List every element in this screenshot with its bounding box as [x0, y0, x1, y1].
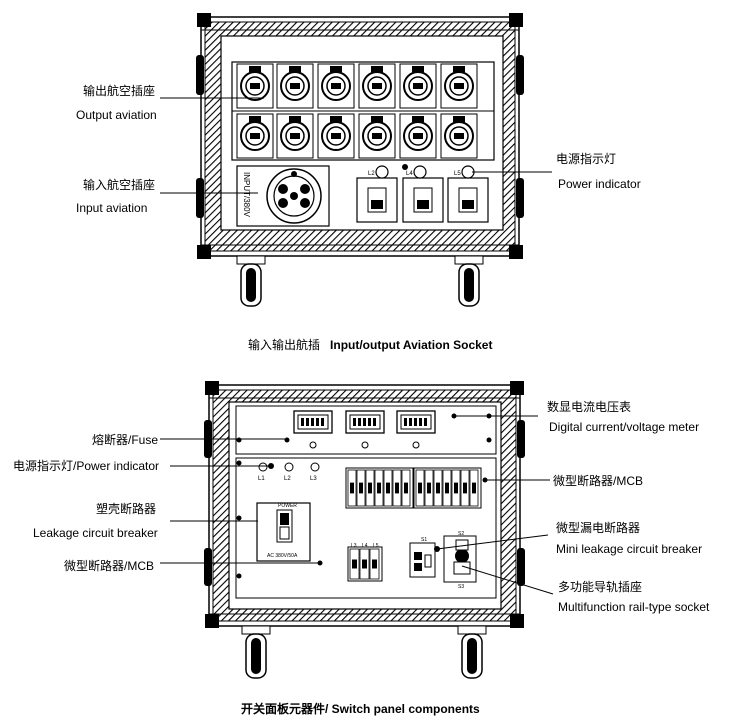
label-output-cn: 输出航空插座: [83, 84, 156, 98]
input-socket-text: INPUT/380V: [242, 172, 251, 218]
bottom-flight-case: L1 L2 L3 POWER AC 380V/50A L3 L4 L5 S1: [160, 381, 554, 679]
mini-leakage-breaker: S1: [409, 537, 436, 578]
rail-label-s2: S2: [458, 531, 464, 537]
label-rail-cn: 多功能导轨插座: [558, 580, 643, 594]
label-fuse: 熔断器/Fuse: [92, 433, 159, 447]
output-socket: [440, 113, 478, 159]
digital-meter: [396, 410, 436, 449]
output-socket-grid: [236, 63, 478, 159]
indicator-label-l2: L2: [368, 171, 375, 177]
output-socket: [440, 63, 478, 109]
mccb-top-text: POWER: [278, 503, 297, 509]
digital-meter: [345, 410, 385, 449]
top-caption-en: Input/output Aviation Socket: [330, 338, 493, 352]
output-socket: [317, 113, 355, 159]
bottom-indicators: L1 L2 L3: [258, 462, 320, 482]
label-power-en: Power indicator: [558, 177, 641, 191]
label-rcbo-en: Mini leakage circuit breaker: [556, 542, 703, 556]
label-input-en: Input aviation: [76, 201, 148, 215]
label-mccb-cn: 塑壳断路器: [96, 502, 157, 516]
top-caption-cn: 输入输出航插: [248, 338, 321, 352]
rail-label-s3: S3: [458, 584, 464, 590]
power-outlet-group: L2 L4 L5: [356, 164, 489, 223]
output-socket: [276, 113, 314, 159]
mcb-small-label-l3: L3: [351, 543, 357, 549]
mcb-small-label-l4: L4: [362, 543, 368, 549]
label-meter-en: Digital current/voltage meter: [549, 420, 700, 434]
label-output-en: Output aviation: [76, 108, 157, 122]
label-input-cn: 输入航空插座: [83, 178, 156, 192]
label-mccb-en: Leakage circuit breaker: [33, 526, 158, 540]
top-caster-right: [454, 255, 484, 307]
mccb-bottom-text: AC 380V/50A: [267, 553, 298, 559]
bottom-caption: 开关面板元器件/ Switch panel components: [241, 702, 480, 716]
output-socket: [358, 63, 396, 109]
label-power-cn: 电源指示灯: [556, 152, 617, 166]
bottom-caster-right: [457, 625, 487, 679]
indicator-label-l2b: L2: [284, 476, 291, 482]
moulded-case-breaker: POWER AC 380V/50A: [256, 502, 311, 562]
output-socket: [276, 63, 314, 109]
label-power-indicator: 电源指示灯/Power indicator: [13, 459, 160, 473]
output-socket: [236, 113, 274, 159]
label-mcb-left: 微型断路器/MCB: [64, 559, 155, 573]
label-mcb-right: 微型断路器/MCB: [553, 474, 644, 488]
rcbo-label: S1: [421, 537, 427, 543]
output-socket: [236, 63, 274, 109]
top-caption: 输入输出航插 Input/output Aviation Socket: [248, 336, 492, 353]
mcb-bank-small: [347, 546, 383, 582]
output-socket: [399, 113, 437, 159]
label-rail-en: Multifunction rail-type socket: [558, 600, 710, 614]
top-caster-left: [236, 255, 266, 307]
indicator-label-l3: L3: [310, 476, 317, 482]
output-socket: [317, 63, 355, 109]
mcb-small-label-l5: L5: [373, 543, 379, 549]
label-meter-cn: 数显电流电压表: [547, 400, 632, 414]
label-rcbo-cn: 微型漏电断路器: [556, 521, 641, 535]
mcb-bank-left: [345, 467, 414, 509]
bottom-caster-left: [241, 625, 271, 679]
output-socket: [399, 63, 437, 109]
digital-meter-row: [293, 410, 436, 449]
indicator-label-l5: L5: [454, 171, 461, 177]
top-flight-case: INPUT/380V L2 L4 L5: [160, 13, 552, 307]
digital-meter: [293, 410, 333, 449]
indicator-label-l1: L1: [258, 476, 265, 482]
rail-socket: S2 S3: [434, 531, 477, 590]
output-socket: [358, 113, 396, 159]
indicator-label-l4: L4: [406, 171, 413, 177]
input-socket: INPUT/380V: [236, 165, 330, 227]
mcb-bank-right: [413, 467, 482, 509]
